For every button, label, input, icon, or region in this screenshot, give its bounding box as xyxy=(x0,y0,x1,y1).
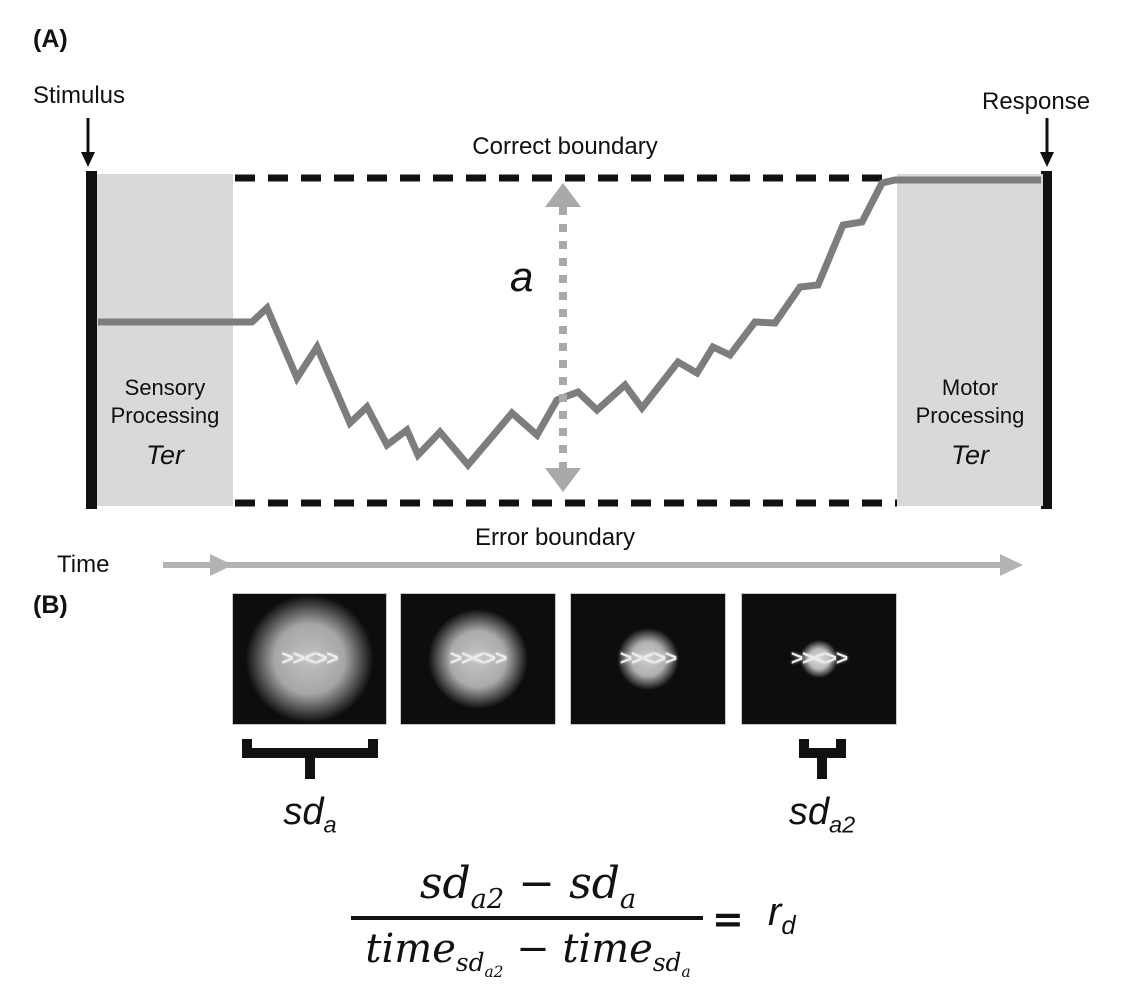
bracket-sd-a2 xyxy=(799,739,846,779)
sd-a2-label: sda2 xyxy=(788,791,856,838)
flanker-frame-2: >><>> xyxy=(400,593,556,725)
flanker-frame-1: >><>> xyxy=(232,593,387,725)
panel-b-tag: (B) xyxy=(33,591,68,619)
stimulus-arrow-icon xyxy=(81,118,95,167)
motor-processing-label: Motor Processing xyxy=(915,375,1025,428)
flanker-stimulus: >><>> xyxy=(790,647,848,670)
flanker-stimulus: >><>> xyxy=(281,647,338,670)
stimulus-bar xyxy=(86,171,97,509)
response-arrow-icon xyxy=(1040,118,1054,167)
sensory-processing-label: Sensory Processing xyxy=(110,375,220,428)
motor-ter-label: Ter xyxy=(950,440,990,470)
correct-boundary-label: Correct boundary xyxy=(472,133,658,160)
drift-path xyxy=(98,176,1041,471)
sensory-processing-box xyxy=(97,174,233,506)
panel-a-tag: (A) xyxy=(33,25,68,53)
sd-a-label: sda xyxy=(283,791,337,838)
flanker-frame-4: >><>> xyxy=(741,593,897,725)
threshold-arrow xyxy=(545,183,581,492)
formula-fraction-bar xyxy=(351,916,703,920)
motor-processing-box xyxy=(897,174,1043,506)
sensory-ter-label: Ter xyxy=(145,440,185,470)
formula-denominator: timesda2 − timesda xyxy=(365,926,691,981)
bracket-sd-a xyxy=(242,739,378,779)
error-boundary-label: Error boundary xyxy=(474,524,636,551)
response-bar xyxy=(1041,171,1052,509)
response-label: Response xyxy=(982,88,1091,115)
formula-equals: = xyxy=(712,896,744,941)
threshold-a-label: a xyxy=(510,253,534,300)
formula-result-rd: rd xyxy=(768,890,796,940)
stimulus-label: Stimulus xyxy=(33,82,126,109)
time-label: Time xyxy=(57,551,110,578)
time-axis-arrow xyxy=(163,554,1023,576)
flanker-frame-3: >><>> xyxy=(570,593,726,725)
formula-numerator: sda2 − sda xyxy=(419,858,637,915)
flanker-stimulus: >><>> xyxy=(449,647,507,670)
flanker-stimulus: >><>> xyxy=(619,647,677,670)
